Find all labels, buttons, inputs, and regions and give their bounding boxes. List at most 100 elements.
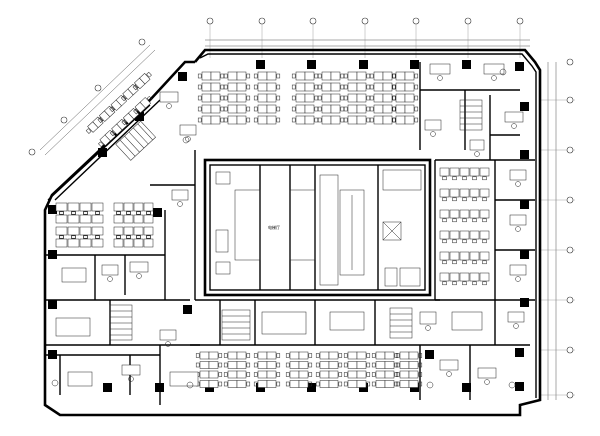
chair (366, 362, 371, 368)
desk (356, 115, 367, 125)
office-chair (484, 379, 490, 385)
desk (201, 93, 212, 103)
chair (369, 117, 374, 123)
desk (227, 82, 238, 92)
chair (414, 84, 419, 90)
desk (328, 351, 339, 360)
desk (298, 351, 309, 360)
chair (314, 84, 319, 90)
office-desk (504, 111, 524, 123)
chair (197, 106, 202, 112)
chair (98, 141, 104, 148)
desk (382, 104, 393, 114)
chair (285, 381, 290, 387)
desk (67, 214, 80, 224)
chair (133, 108, 139, 115)
chair (246, 381, 251, 387)
desk (373, 82, 384, 92)
chair (317, 84, 322, 90)
office-chair (515, 276, 521, 282)
desk (91, 214, 104, 224)
desk (347, 351, 358, 360)
chair (391, 106, 396, 112)
desk (395, 104, 406, 114)
chair (146, 210, 151, 215)
office-chair (437, 75, 443, 81)
desk (356, 351, 367, 360)
desk (347, 115, 358, 125)
desk (266, 370, 277, 379)
desk (319, 380, 330, 388)
desk (319, 351, 330, 360)
desk (347, 71, 358, 81)
desk (469, 188, 480, 198)
office-chair (425, 325, 431, 331)
chair (366, 381, 371, 387)
desk (347, 93, 358, 103)
desk (459, 251, 470, 261)
chair (276, 381, 281, 387)
desk (208, 351, 219, 360)
chair (314, 95, 319, 101)
chair (391, 95, 396, 101)
desk (236, 93, 247, 103)
workstations-west (55, 202, 154, 248)
office-chair (446, 371, 452, 377)
desk (356, 104, 367, 114)
desk (199, 361, 210, 369)
desk (373, 104, 384, 114)
workstations-northwest (85, 71, 153, 148)
chair (246, 362, 251, 368)
chair (223, 362, 228, 368)
chair (343, 372, 348, 377)
chair (442, 218, 447, 223)
office-desk (509, 169, 527, 181)
desk (116, 118, 128, 131)
desk (113, 226, 124, 236)
desk (113, 214, 124, 224)
desk (469, 272, 480, 282)
desk (330, 104, 341, 114)
desk (321, 115, 332, 125)
desk (330, 71, 341, 81)
chair (146, 71, 152, 78)
desk (208, 380, 219, 388)
desk (469, 251, 480, 261)
desk (55, 238, 68, 248)
desk (91, 238, 104, 248)
meeting-tables (55, 267, 483, 387)
chair (285, 353, 290, 358)
chair (442, 281, 447, 286)
chair (395, 362, 400, 368)
chair (315, 353, 320, 358)
chair (220, 117, 225, 123)
desk (210, 82, 221, 92)
chair (418, 381, 423, 387)
chair (116, 234, 121, 239)
desk (404, 82, 415, 92)
desk (143, 202, 154, 212)
desk (347, 82, 358, 92)
chair (452, 260, 457, 265)
chair (246, 353, 251, 358)
chair (276, 353, 281, 358)
desk (459, 188, 470, 198)
chair (195, 353, 200, 358)
desk (257, 115, 268, 125)
desk (201, 115, 212, 125)
chair (462, 176, 467, 181)
chair (120, 95, 127, 102)
desk (469, 230, 480, 240)
chair (366, 84, 371, 90)
office-chair (491, 75, 497, 81)
desk (449, 230, 460, 240)
chair (109, 106, 115, 113)
chair (343, 362, 348, 368)
desk (295, 104, 306, 114)
chair (472, 260, 477, 265)
desk (375, 351, 386, 360)
desk (395, 82, 406, 92)
chair (366, 353, 371, 358)
chair (452, 176, 457, 181)
chair (317, 95, 322, 101)
